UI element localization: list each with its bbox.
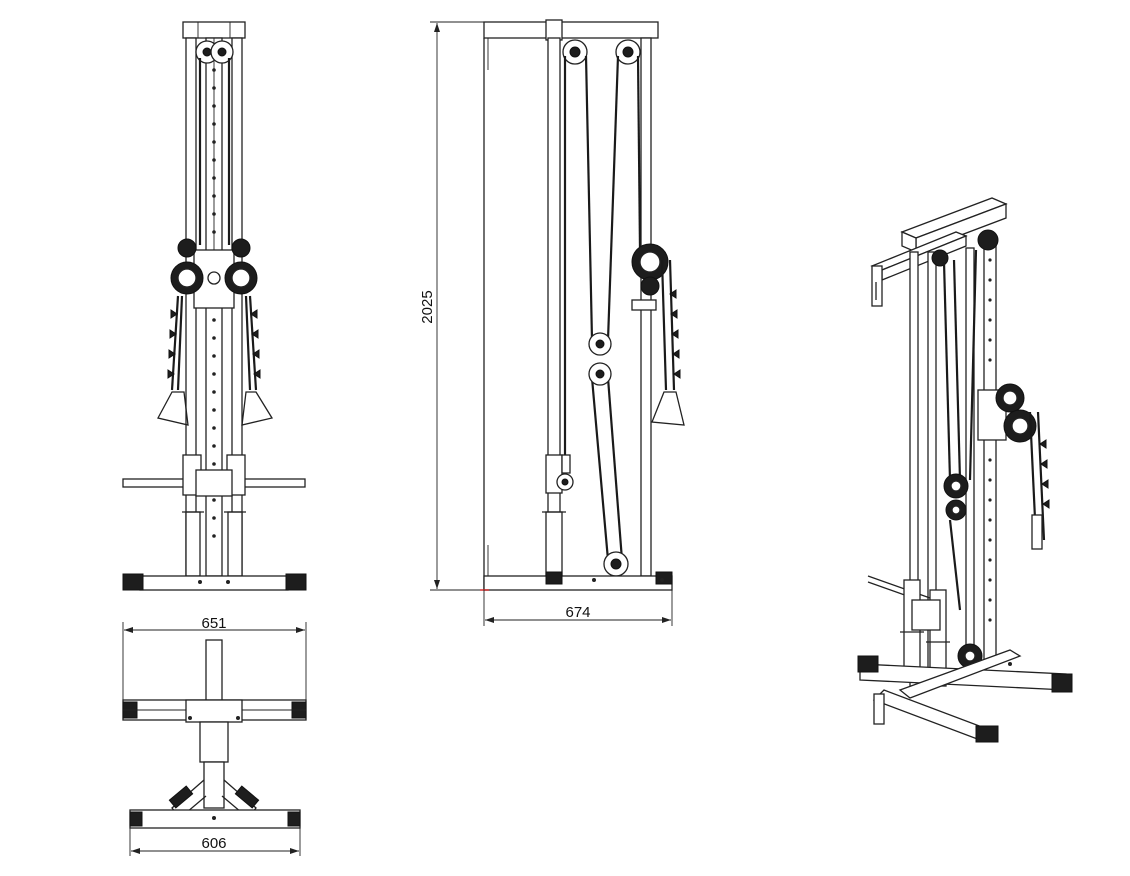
height-label: 2025 [419, 290, 436, 323]
iso-post-holes [988, 258, 992, 622]
top-view: 651 606 [122, 615, 307, 856]
front-view [122, 21, 307, 591]
side-handle-beads [669, 289, 681, 379]
front-column-holes [212, 68, 216, 538]
iso-handle-beads [1039, 439, 1050, 509]
top-width-label: 651 [201, 615, 226, 632]
base-width-label: 606 [201, 835, 226, 852]
side-view: 2025 [419, 19, 685, 626]
isometric-view [857, 197, 1073, 743]
side-depth-label: 674 [565, 604, 590, 621]
front-handle-beads [167, 309, 261, 379]
